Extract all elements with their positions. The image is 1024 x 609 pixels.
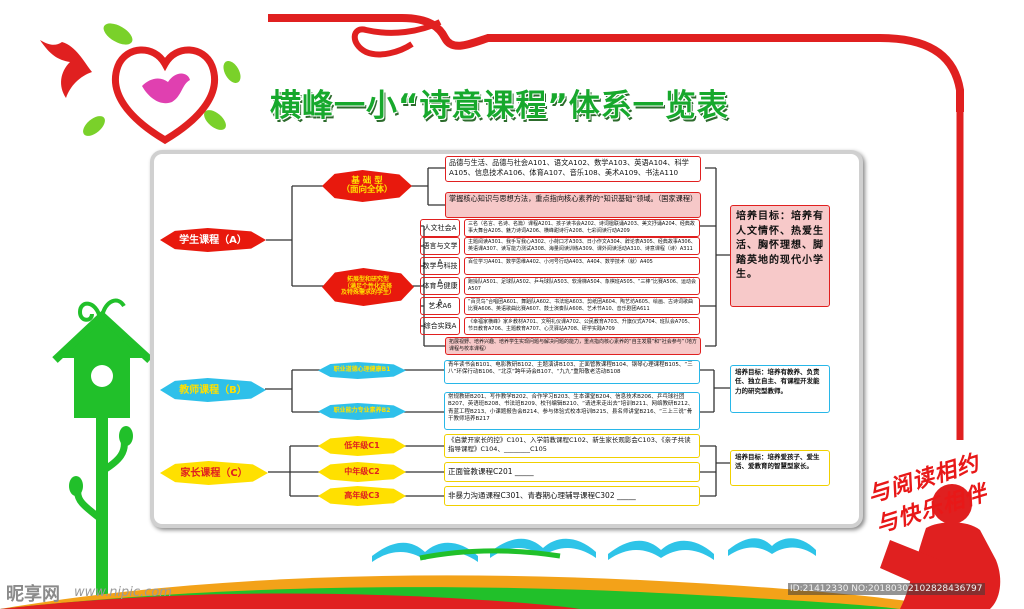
page-title: 横峰一小“诗意课程”体系一览表 <box>270 88 729 124</box>
teacher-b1-label: 职业道德心理健康B1 <box>333 366 391 374</box>
teacher-b2-box: 常规教研B201、写作教学B202、合作学习B203、生本课堂B204、信息技术… <box>444 392 700 430</box>
extended-type-label: 拓展型和研究型 <box>346 276 389 284</box>
book-icons <box>372 538 816 562</box>
parent-c2-box: 正面管教课程C201 _____ <box>444 462 700 482</box>
extended-type-sub2: 及特殊需求的学生） <box>340 289 395 297</box>
row-text-art: “百灵鸟”合唱团A601、舞蹈队A602、书法班A603、剪纸团A604、陶艺坊… <box>464 297 700 315</box>
extended-type-leaf: 拓展型和研究型 （满足个性化选择 及特殊需求的学生） <box>322 268 414 306</box>
teacher-course-leaf: 教师课程（B） <box>160 378 266 402</box>
row-label-math: 数学与科技A <box>420 257 460 286</box>
parent-c2-label: 中年级C2 <box>344 466 380 476</box>
row-label-sports: 体育与健康A <box>420 277 460 306</box>
extended-summary-box: 拓展视野、培养兴趣、培养学生实现问题与解决问题的能力，重点指向核心素养的“自主发… <box>445 337 701 355</box>
teacher-b2-leaf: 职业能力专业素养B2 <box>318 403 406 420</box>
parent-c1-box: 《启蒙开家长的控》C101、入学前教课程C102、新生家长观影会C103、《亲子… <box>444 434 700 458</box>
student-course-label: 学生课程（A） <box>179 234 247 246</box>
watermark-brand: 昵享网 <box>6 584 60 605</box>
teacher-b1-box: 青年读书会B101、电影教研B102、主题演讲B103、正面管教课程B104、钢… <box>444 360 700 384</box>
watermark-url: www.nipic.com <box>74 585 172 600</box>
green-leaf-icon <box>223 61 241 83</box>
pink-bird-icon <box>142 73 190 104</box>
teacher-course-label: 教师课程（B） <box>179 384 247 396</box>
row-text-math: 百位学习A401、数学思维A402、小河号行动A403、A404、数学技术（就）… <box>464 257 700 275</box>
row-label-art: 艺术A6 <box>420 297 460 315</box>
basic-type-sub: （面向全体） <box>341 185 393 195</box>
row-text-sports: 跑操队A501、足球队A502、乒乓球队A503、软滑梯A504、象棋班A505… <box>464 277 700 295</box>
green-leaf-icon <box>83 116 105 136</box>
heart-icon <box>111 46 219 145</box>
teacher-b1-leaf: 职业道德心理健康B1 <box>318 362 406 379</box>
row-label-practice: 综合实践A <box>420 317 460 335</box>
red-bird-icon <box>40 40 92 98</box>
row-label-humanities: 人文社会A <box>420 219 460 237</box>
parent-c3-box: 非暴力沟通课程C301、青春期心理辅导课程C302 _____ <box>444 486 700 506</box>
basic-courses-box: 品德与生活、品德与社会A101、语文A102、数学A103、英语A104、科学A… <box>445 156 701 182</box>
parent-course-leaf: 家长课程（C） <box>160 461 268 485</box>
row-text-language: 主题阅读A301、我手写我心A302、小荷口才A303、日小作文A304、辞论表… <box>464 237 700 255</box>
core-knowledge-box: 掌握核心知识与思想方法，重点指向核心素养的“知识基础”领域。（国家课程） <box>445 192 701 218</box>
basic-type-label: 基 础 型 <box>351 175 383 186</box>
green-leaf-icon <box>103 23 133 45</box>
watermark-id: ID:21412330 NO:20180302102828436797 <box>788 583 985 595</box>
student-course-leaf: 学生课程（A） <box>160 228 266 252</box>
parent-c3-label: 高年级C3 <box>344 490 380 500</box>
curl-vine <box>77 301 102 322</box>
parent-c3-leaf: 高年级C3 <box>318 486 406 506</box>
row-text-practice: 《幸福家横峰》家乡教材A701、文明礼仪课A702、公民教育A703、升旗仪式A… <box>464 317 700 335</box>
student-target-box: 培养目标：培养有人文情怀、热爱生活、胸怀理想、脚踏英地的现代小学生。 <box>730 205 830 307</box>
teacher-target-box: 培养目标：培养有教养、负责任、独立自主、有课程开发能力的研究型教师。 <box>730 365 830 413</box>
parent-course-label: 家长课程（C） <box>180 467 248 479</box>
top-red-curl <box>351 19 442 58</box>
green-leaf-icon <box>204 110 226 130</box>
parent-c1-label: 低年级C1 <box>344 440 380 450</box>
parent-c1-leaf: 低年级C1 <box>318 436 406 456</box>
teacher-b2-label: 职业能力专业素养B2 <box>333 407 391 415</box>
row-text-humanities: 三名（名言、名诗、名篇）课程A201、孩子读书会A202、诗词楹联诵A203、美… <box>464 219 700 237</box>
parent-target-box: 培养目标：培养爱孩子、爱生活、爱教育的智慧型家长。 <box>730 450 830 486</box>
extended-type-sub1: （满足个性化选择 <box>343 282 392 290</box>
basic-type-leaf: 基 础 型 （面向全体） <box>322 170 412 202</box>
row-label-language: 语言与文学A <box>420 237 460 266</box>
bottom-wave-red <box>0 593 580 609</box>
parent-c2-leaf: 中年级C2 <box>318 462 406 482</box>
